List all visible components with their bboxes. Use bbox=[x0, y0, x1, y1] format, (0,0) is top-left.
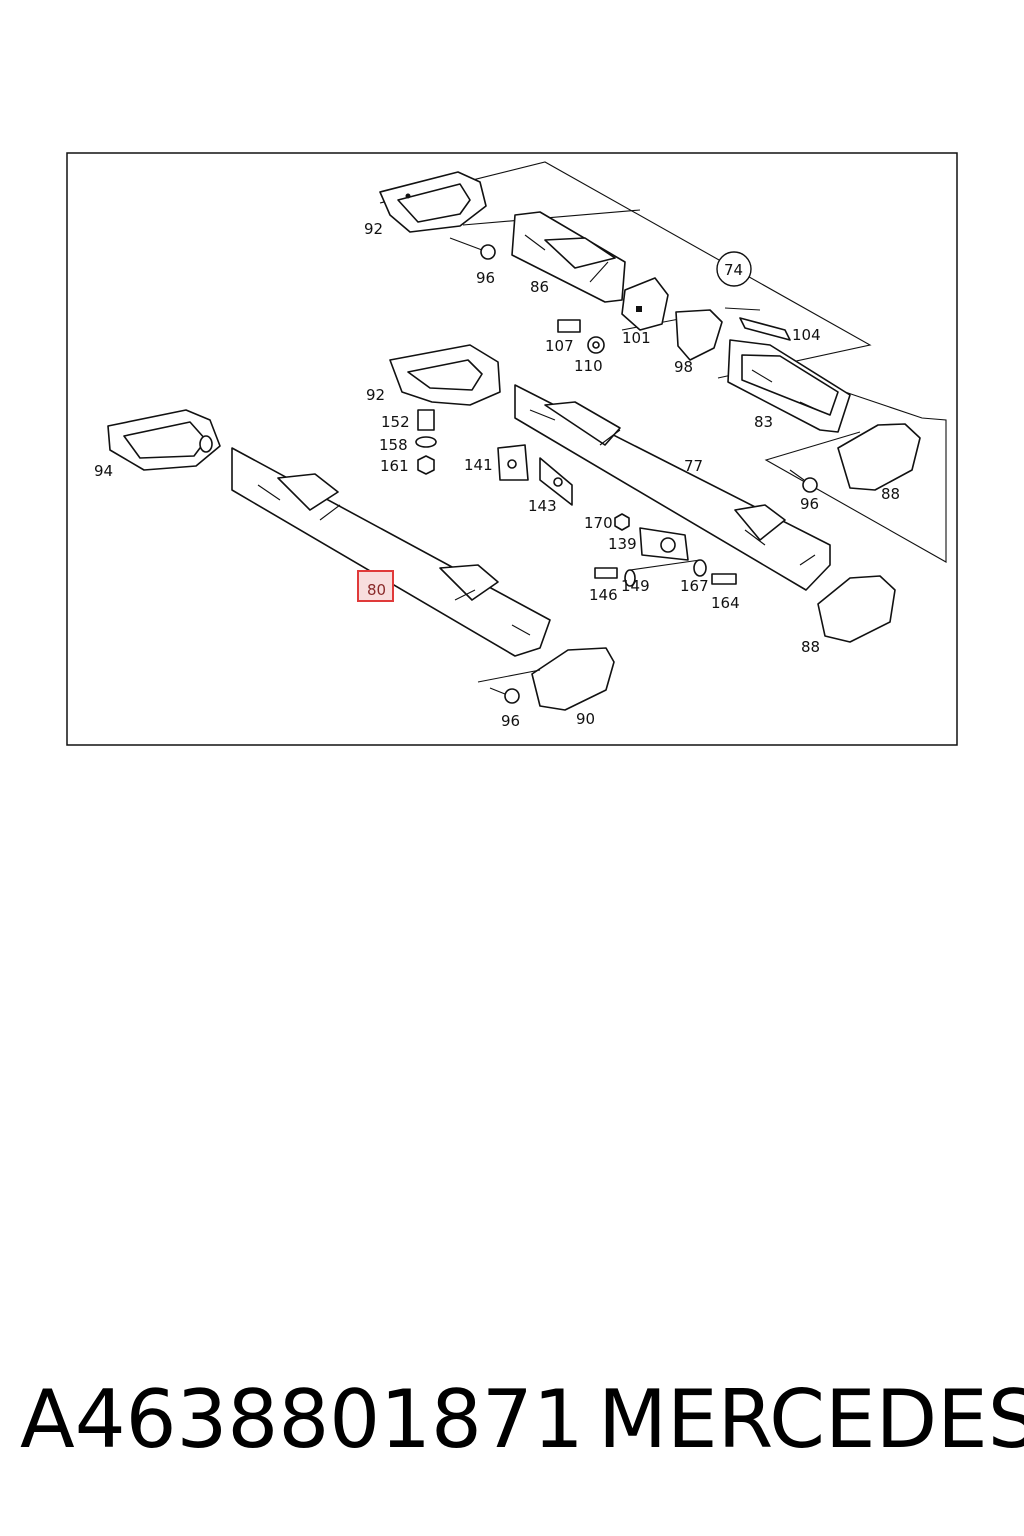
screw-96-b bbox=[789, 469, 818, 493]
label-88-upper: 88 bbox=[881, 485, 900, 503]
part-92-end-cap bbox=[379, 171, 487, 233]
label-101: 101 bbox=[622, 329, 651, 347]
part-88-end-cap-upper bbox=[837, 423, 921, 491]
label-158: 158 bbox=[379, 436, 408, 454]
mounting-hardware bbox=[594, 513, 737, 587]
diagram-frame bbox=[66, 152, 958, 746]
label-139: 139 bbox=[608, 535, 637, 553]
part-number: A4638801871 bbox=[20, 1373, 584, 1466]
part-80-beam bbox=[231, 447, 551, 657]
part-labels: 92 96 86 74 101 107 110 98 104 92 83 152… bbox=[94, 220, 900, 730]
label-88-lower: 88 bbox=[801, 638, 820, 656]
label-96-top: 96 bbox=[476, 269, 495, 287]
part-77-beam bbox=[514, 384, 831, 591]
label-107: 107 bbox=[545, 337, 574, 355]
part-86-bracket bbox=[511, 211, 626, 303]
label-110: 110 bbox=[574, 357, 603, 375]
bracket-141 bbox=[497, 444, 529, 481]
part-101-cover bbox=[621, 277, 669, 331]
label-104: 104 bbox=[792, 326, 821, 344]
part-92-end-cap-middle bbox=[389, 344, 501, 406]
screw-96-c bbox=[489, 687, 520, 704]
label-92-top: 92 bbox=[364, 220, 383, 238]
callout-74 bbox=[716, 251, 752, 287]
part-94-end-cap bbox=[107, 409, 221, 471]
bolt-107 bbox=[557, 319, 581, 333]
label-77: 77 bbox=[684, 457, 703, 475]
part-83-bracket bbox=[727, 339, 851, 433]
label-164: 164 bbox=[711, 594, 740, 612]
label-143: 143 bbox=[528, 497, 557, 515]
bracket-143 bbox=[539, 457, 573, 506]
mount-stack-152-158-161 bbox=[415, 409, 437, 475]
exploded-parts-diagram: 92 96 86 74 101 107 110 98 104 92 83 152… bbox=[66, 152, 958, 746]
label-167: 167 bbox=[680, 577, 709, 595]
brand-name: MERCEDES bbox=[598, 1373, 1024, 1466]
label-161: 161 bbox=[380, 457, 409, 475]
label-146: 146 bbox=[589, 586, 618, 604]
part-104-strip bbox=[739, 317, 791, 341]
label-92-middle: 92 bbox=[366, 386, 385, 404]
part-88-end-cap-lower bbox=[817, 575, 896, 643]
label-90: 90 bbox=[576, 710, 595, 728]
label-96-right: 96 bbox=[800, 495, 819, 513]
label-74: 74 bbox=[724, 261, 743, 279]
label-80-highlighted: 80 bbox=[367, 581, 386, 599]
label-149: 149 bbox=[621, 577, 650, 595]
label-98: 98 bbox=[674, 358, 693, 376]
label-96-bottom: 96 bbox=[501, 712, 520, 730]
highlight-box-80 bbox=[357, 570, 394, 602]
part-90-end-cap bbox=[477, 647, 615, 711]
part-98-cover bbox=[675, 309, 723, 361]
label-170: 170 bbox=[584, 514, 613, 532]
label-94: 94 bbox=[94, 462, 113, 480]
label-86: 86 bbox=[530, 278, 549, 296]
screw-96-a bbox=[449, 237, 496, 260]
washer-110 bbox=[587, 336, 605, 354]
label-152: 152 bbox=[381, 413, 410, 431]
label-141: 141 bbox=[464, 456, 493, 474]
footer: A4638801871 MERCEDES bbox=[0, 1370, 1024, 1480]
label-83: 83 bbox=[754, 413, 773, 431]
